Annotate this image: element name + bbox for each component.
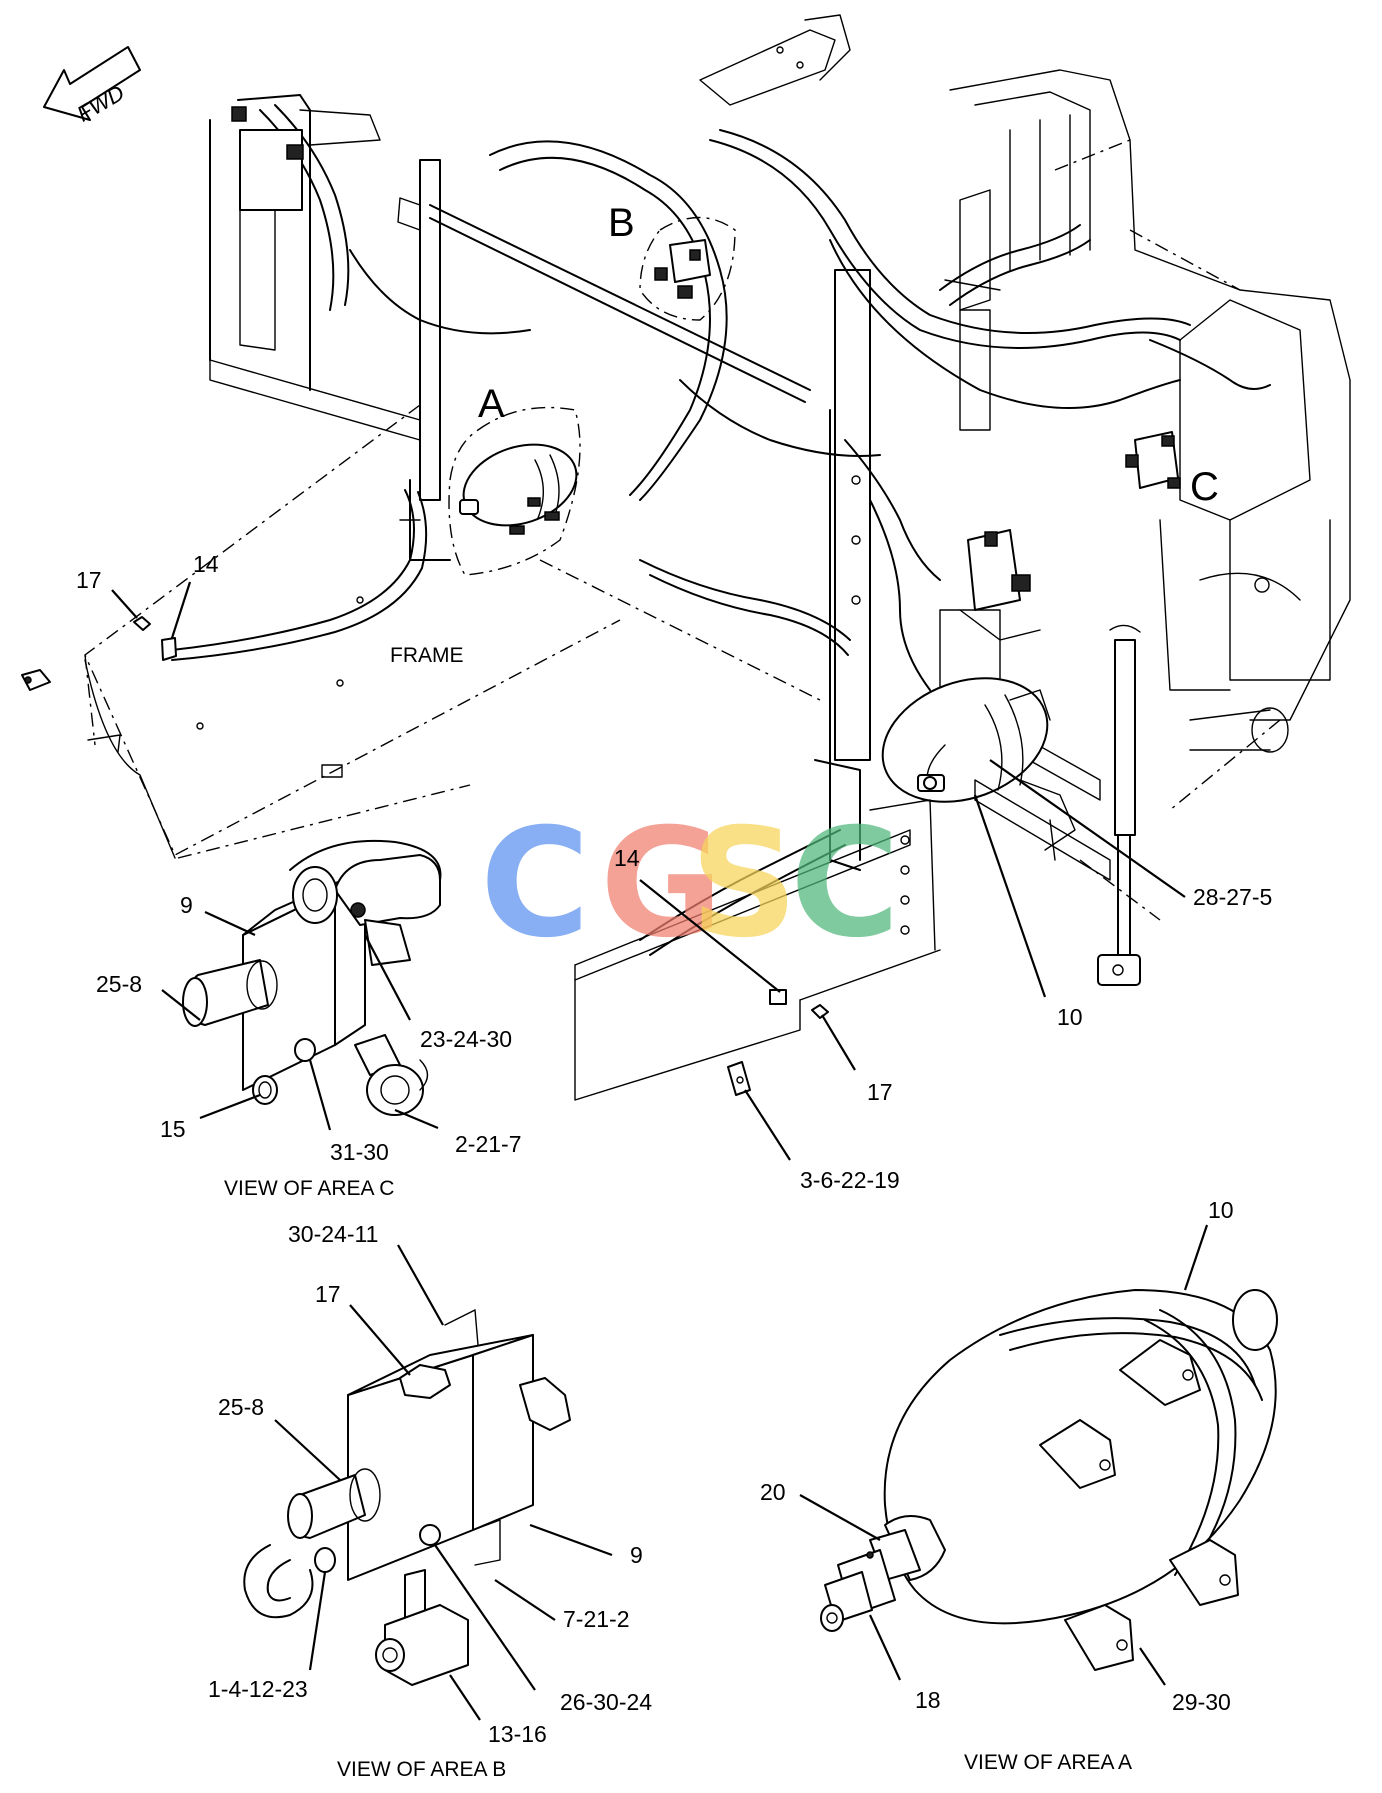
area-c-marker: C xyxy=(1190,465,1219,509)
callout-c-31-30: 31-30 xyxy=(330,1139,389,1165)
area-a-outline xyxy=(448,406,581,576)
callout-c-2-21-7: 2-21-7 xyxy=(455,1131,521,1157)
view-area-b-illustration xyxy=(243,1309,571,1686)
callout-b-7-21-2: 7-21-2 xyxy=(563,1606,629,1632)
callout-b-26-30-24: 26-30-24 xyxy=(560,1689,652,1715)
callout-a-18: 18 xyxy=(915,1687,941,1713)
lower-frame-plate xyxy=(574,799,941,1101)
frame-label: FRAME xyxy=(390,644,464,667)
callout-a-20: 20 xyxy=(760,1479,786,1505)
callout-c-23-24-30: 23-24-30 xyxy=(420,1026,512,1052)
view-area-a-illustration xyxy=(820,1289,1278,1671)
view-title-area-a: VIEW OF AREA A xyxy=(964,1751,1132,1774)
forward-arrow-icon: FWD xyxy=(43,46,141,127)
callout-a-10: 10 xyxy=(1208,1197,1234,1223)
callout-c-15: 15 xyxy=(160,1116,186,1142)
area-b-outline xyxy=(639,216,736,321)
frame-plate-outline xyxy=(84,139,1281,921)
watermark-letter-c1: C xyxy=(480,797,590,971)
callout-b-13-16: 13-16 xyxy=(488,1721,547,1747)
callout-a-29-30: 29-30 xyxy=(1172,1689,1231,1715)
callout-c-9: 9 xyxy=(180,892,193,918)
view-title-area-c: VIEW OF AREA C xyxy=(224,1177,394,1200)
callout-main-28-27-5: 28-27-5 xyxy=(1193,884,1272,910)
valve-area-c-main xyxy=(1125,431,1181,489)
callout-b-30-24-11: 30-24-11 xyxy=(288,1221,378,1247)
accumulator-area-a-main xyxy=(459,443,578,535)
callout-main-3-6-22-19: 3-6-22-19 xyxy=(800,1167,900,1193)
leader-lines xyxy=(111,581,1209,1721)
callout-main-17-left: 17 xyxy=(76,567,102,593)
fwd-label: FWD xyxy=(73,80,129,127)
view-title-area-b: VIEW OF AREA B xyxy=(337,1758,506,1781)
fittings xyxy=(21,616,829,1096)
watermark-letter-c2: C xyxy=(790,797,900,971)
valve-area-b-main xyxy=(654,239,711,299)
callout-b-1-4-12-23: 1-4-12-23 xyxy=(208,1676,308,1702)
callout-main-14-center: 14 xyxy=(614,845,640,871)
view-area-c-illustration xyxy=(182,839,442,1116)
callout-b-9: 9 xyxy=(630,1542,643,1568)
callout-b-25-8: 25-8 xyxy=(218,1394,264,1420)
area-b-marker: B xyxy=(608,201,635,245)
callout-main-10: 10 xyxy=(1057,1004,1083,1030)
callout-main-14-left: 14 xyxy=(193,551,219,577)
watermark-letter-s: S xyxy=(690,797,798,971)
watermark-logo: C G S C xyxy=(480,797,900,971)
callout-b-17: 17 xyxy=(315,1281,341,1307)
callout-c-25-8: 25-8 xyxy=(96,971,142,997)
watermark-letter-g: G xyxy=(600,797,723,971)
callout-main-17-right: 17 xyxy=(867,1079,893,1105)
area-a-marker: A xyxy=(478,382,505,426)
